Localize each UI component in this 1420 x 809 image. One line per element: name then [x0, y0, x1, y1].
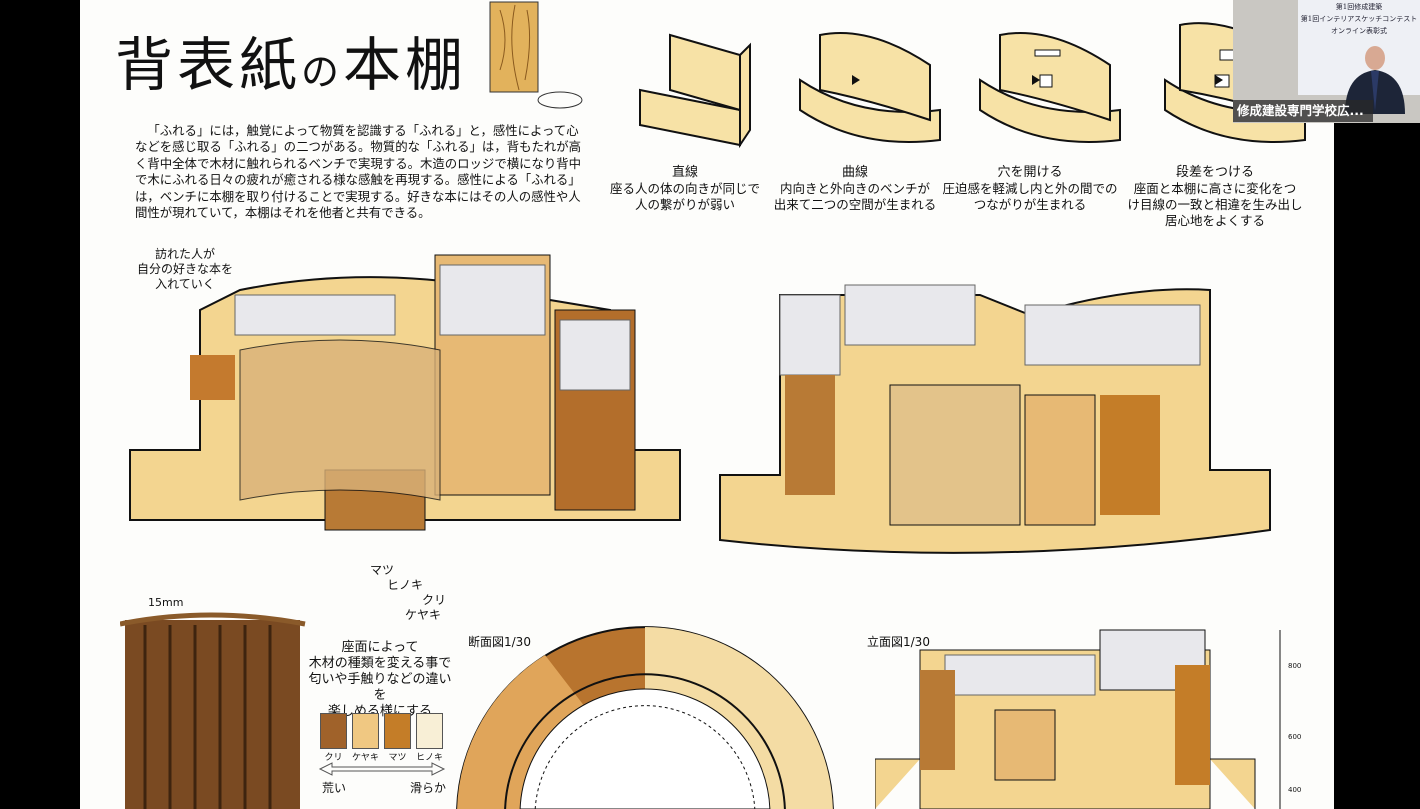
scale-smooth: 滑らか [410, 781, 447, 795]
visitor-note: 訪れた人が自分の好きな本を入れていく [136, 247, 233, 291]
elevation-drawing [875, 629, 1281, 809]
presentation-board: 背表紙の本棚 「ふれる」には，触覚によって物質を認識する「ふれる」と，感性によっ… [80, 0, 1334, 809]
participant-name: 修成建設専門学校広... [1233, 100, 1373, 122]
seat-note: 座面によって木材の種類を変える事で匂いや手触りなどの違いを楽しめる様にする [308, 640, 452, 719]
board-title: 背表紙の本棚 [115, 31, 468, 99]
swatch-keyaki [352, 713, 379, 749]
curtain-dimension: 15mm [148, 596, 184, 609]
wood-panel-sketch [489, 1, 583, 109]
swatch-matsu [384, 713, 411, 749]
step-levels: 段差をつける座面と本棚に高さに変化をつけ目線の一致と相違を生み出し居心地をよくす… [1127, 165, 1303, 228]
dim-600: 600 [1288, 733, 1302, 741]
swatch-label: マツ [388, 753, 407, 763]
label-matsu: マツ [370, 563, 395, 577]
participant-video-tile[interactable]: 第1回修成建築第1回インテリアスケッチコンテストオンライン表彰式 修成建設専門学… [1233, 0, 1420, 123]
perspective-sketch-right [719, 284, 1271, 554]
step-diagrams [639, 22, 1306, 149]
curtain-sketch [120, 612, 306, 809]
elevation-title: 立面図1/30 [867, 635, 930, 649]
intro-text: 「ふれる」には，触覚によって物質を認識する「ふれる」と，感性によって心などを感じ… [135, 123, 582, 221]
dim-400: 400 [1288, 786, 1302, 794]
section-title: 断面図1/30 [468, 635, 531, 649]
swatch-hinoki [416, 713, 443, 749]
label-hinoki: ヒノキ [387, 578, 424, 592]
swatch-label: ヒノキ [415, 753, 443, 763]
perspective-sketch-left [129, 254, 681, 531]
swatch-label: ケヤキ [351, 753, 379, 763]
swatch-label: クリ [324, 753, 343, 763]
label-keyaki: ケヤキ [405, 608, 442, 622]
swatch-kuri [320, 713, 347, 749]
step-straight: 直線座る人の体の向きが同じで人の繋がりが弱い [609, 165, 760, 212]
scale-rough: 荒い [322, 781, 347, 795]
step-openings: 穴を開ける圧迫感を軽減し内と外の間でのつながりが生まれる [942, 165, 1118, 212]
section-plan-drawing [456, 626, 834, 809]
dim-800: 800 [1288, 662, 1302, 670]
label-kuri: クリ [422, 593, 447, 607]
step-curve: 曲線内向きと外向きのベンチが出来て二つの空間が生まれる [773, 165, 937, 212]
texture-scale-arrow [318, 762, 446, 776]
